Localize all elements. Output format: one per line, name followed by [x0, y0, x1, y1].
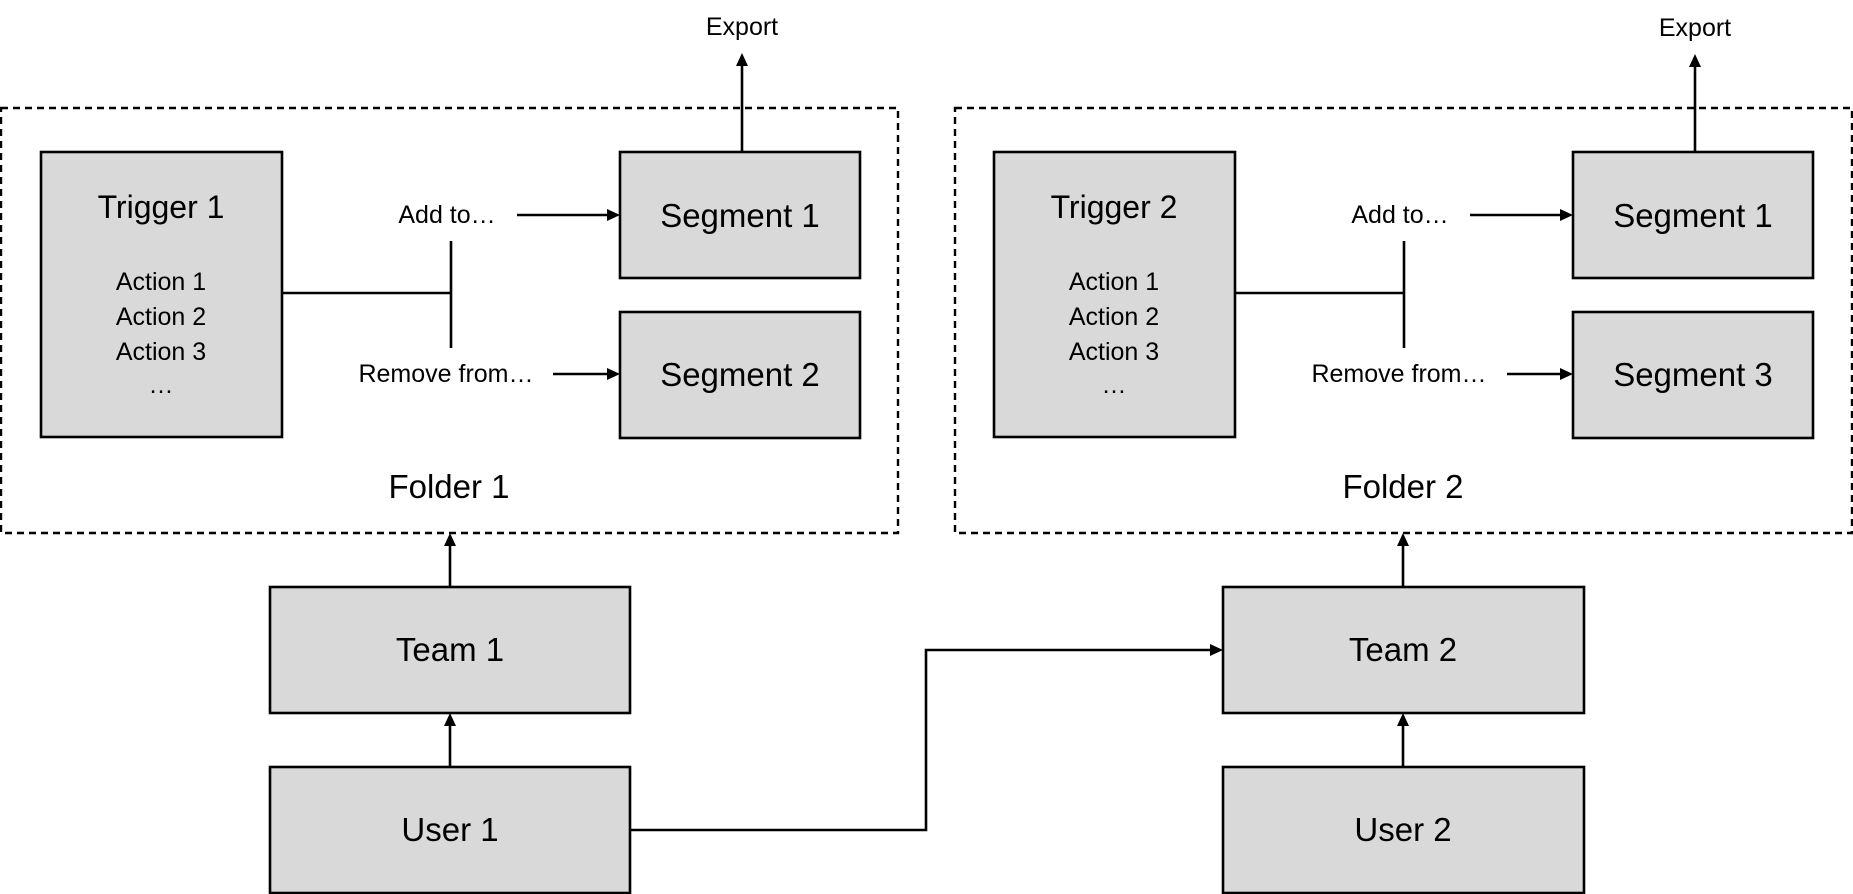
trigger-1-title: Trigger 1 [98, 189, 225, 225]
folder-2-add-label: Add to… [1351, 201, 1448, 229]
trigger-1-action-1: Action 1 [116, 268, 206, 296]
folder-1-segment-remove-label: Segment 2 [660, 356, 820, 393]
folder-1-segment-add-box[interactable] [618, 150, 862, 280]
team-2-box[interactable] [1221, 585, 1586, 715]
team-1-box[interactable] [268, 585, 632, 715]
user-1-box[interactable] [268, 765, 632, 894]
trigger-1-action-2: Action 2 [116, 303, 206, 331]
folder-1-segment-remove-box[interactable] [618, 310, 862, 440]
folder-2-segment-add-label: Segment 1 [1613, 197, 1773, 234]
trigger-2-action-1: Action 1 [1069, 268, 1159, 296]
folder-1-export-arrowhead [736, 53, 748, 66]
folder-2-export-arrowhead [1689, 54, 1701, 67]
trigger-1-box[interactable] [39, 150, 284, 439]
folder-1-remove-arrowhead [607, 368, 620, 380]
folder-2-segment-remove-box[interactable] [1571, 310, 1815, 440]
user-2-label: User 2 [1354, 811, 1451, 848]
folder-2-segment-add-box[interactable] [1571, 150, 1815, 280]
folder-2-remove-arrowhead [1560, 368, 1573, 380]
trigger-2-title: Trigger 2 [1051, 189, 1178, 225]
user-1-label: User 1 [401, 811, 498, 848]
user-1-to-team-1-arrowhead [444, 713, 456, 726]
folder-2-segment-remove-label: Segment 3 [1613, 356, 1773, 393]
folder-1-label: Folder 1 [388, 468, 509, 505]
team-1-label: Team 1 [396, 631, 504, 668]
team-2-label: Team 2 [1349, 631, 1457, 668]
trigger-2-action-2: Action 2 [1069, 303, 1159, 331]
folder-2-container [953, 106, 1853, 535]
folder-1-container [0, 106, 900, 535]
folder-2-export-label: Export [1659, 14, 1731, 42]
trigger-1-action-more: … [149, 371, 174, 399]
trigger-1-action-3: Action 3 [116, 338, 206, 366]
folder-1-add-label: Add to… [398, 201, 495, 229]
trigger-2-box[interactable] [992, 150, 1237, 439]
folder-1-add-arrowhead [607, 209, 620, 221]
folder-2-remove-label: Remove from… [1311, 360, 1486, 388]
user-1-to-team-2-arrow [630, 648, 1212, 832]
user-2-box[interactable] [1221, 765, 1586, 894]
folder-1-remove-label: Remove from… [358, 360, 533, 388]
team-2-to-folder-2-arrowhead [1397, 533, 1409, 546]
folder-2-add-arrowhead [1560, 209, 1573, 221]
trigger-2-action-3: Action 3 [1069, 338, 1159, 366]
folder-1-segment-add-label: Segment 1 [660, 197, 820, 234]
folder-2-label: Folder 2 [1342, 468, 1463, 505]
user-1-to-team-2-arrowhead [1210, 644, 1223, 656]
trigger-2-action-more: … [1102, 371, 1127, 399]
user-2-to-team-2-arrowhead [1397, 713, 1409, 726]
folder-1-export-label: Export [706, 13, 778, 41]
team-1-to-folder-1-arrowhead [444, 533, 456, 546]
